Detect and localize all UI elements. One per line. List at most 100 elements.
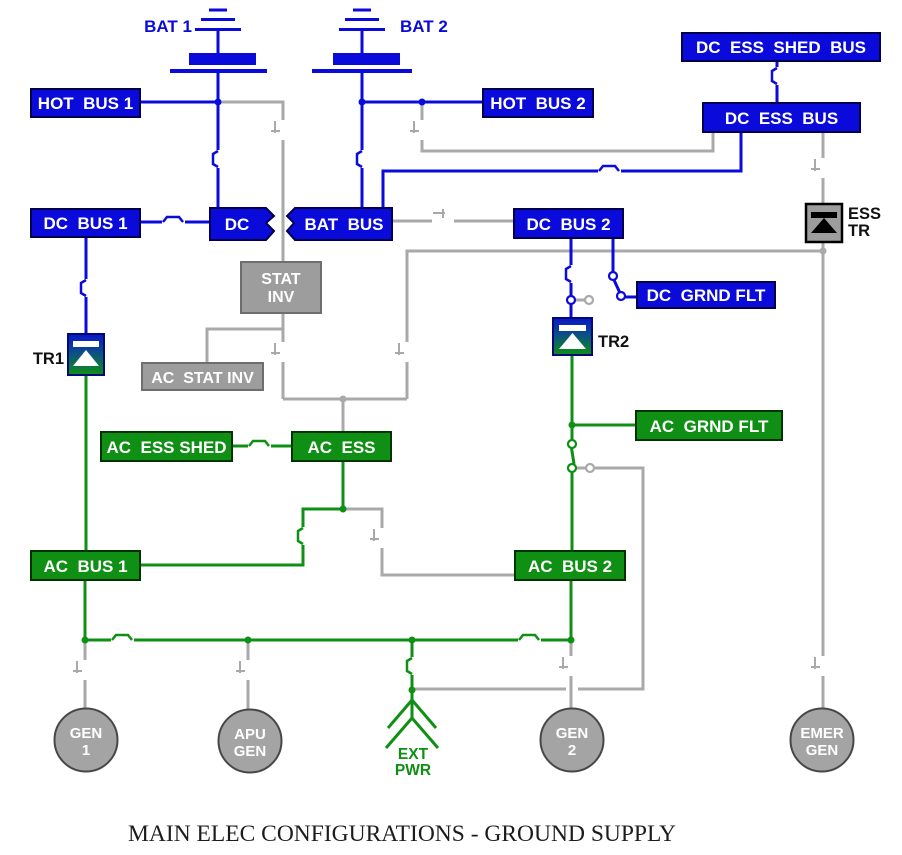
switch-terminal-icon <box>566 438 578 450</box>
ac-wires <box>81 355 636 749</box>
ground-icon <box>339 8 385 53</box>
generator-circle <box>217 708 283 774</box>
closed-contactor-icon <box>296 525 307 547</box>
rectifier-bar-icon <box>811 212 837 218</box>
open-contactor-icon <box>72 659 88 681</box>
closed-contactor-icon <box>516 633 543 644</box>
switch-terminal-icon <box>615 290 627 302</box>
open-contactor-icon <box>409 119 425 141</box>
junction-dot <box>339 395 347 403</box>
source-label: EMER <box>800 725 844 742</box>
wire-segment <box>218 100 285 262</box>
switch-blade <box>612 279 622 294</box>
bus-box <box>681 32 881 62</box>
rectifier-triangle-icon <box>73 350 99 366</box>
bus-label: AC ESS <box>307 438 375 457</box>
closed-contactor-icon <box>596 164 623 175</box>
junction-dot <box>81 636 89 644</box>
switch-terminal-icon <box>607 270 619 282</box>
closed-contactor-icon <box>405 655 416 677</box>
battery-2-symbol: BAT 2 <box>312 8 448 73</box>
source-ext-pwr: EXT PWR <box>395 746 431 779</box>
wire-segment <box>381 133 743 208</box>
rectifier-bar-icon <box>73 341 99 347</box>
generator-circle <box>789 707 855 773</box>
rectifier-triangle-icon <box>559 333 586 349</box>
bus-label: AC BUS 2 <box>528 557 612 576</box>
indicator-dc-grnd-flt: DC GRND FLT <box>636 281 776 309</box>
battery-2-label: BAT 2 <box>400 17 448 36</box>
component-ess-tr: ESS TR <box>804 202 881 244</box>
bus-flag <box>209 207 276 241</box>
diagram-title: MAIN ELEC CONFIGURATIONS - GROUND SUPPLY <box>128 821 676 847</box>
closed-contactor-icon <box>770 65 781 87</box>
source-emer-gen: EMER GEN <box>789 707 855 773</box>
bus-label: HOT BUS 1 <box>38 94 133 113</box>
junction-dot <box>339 505 347 513</box>
switch-terminal-icon <box>583 294 595 306</box>
source-label: GEN <box>234 743 267 760</box>
wire-segment <box>343 507 515 577</box>
wire-segment <box>205 327 283 363</box>
closed-contactor-icon <box>355 148 366 170</box>
bus-box <box>513 208 624 239</box>
closed-contactor-icon <box>160 215 187 226</box>
closed-contactor-icon <box>564 263 575 285</box>
component-label: INV <box>268 289 295 306</box>
generator-circle <box>53 707 119 773</box>
indicator-box <box>635 410 783 441</box>
bus-label: BAT BUS <box>304 215 383 234</box>
wire-segment <box>83 580 573 642</box>
battery-plate <box>189 53 256 65</box>
open-contactor-icon <box>369 527 385 549</box>
bus-hot-bus-2: HOT BUS 2 <box>482 88 594 118</box>
source-gen2: GEN 2 <box>539 707 605 773</box>
source-label: GEN <box>70 725 103 742</box>
deenergized-wires <box>72 100 827 709</box>
open-contactor-icon <box>810 655 826 677</box>
bus-label: AC BUS 1 <box>43 557 127 576</box>
open-contactor-icon <box>235 659 251 681</box>
junction-dot <box>567 636 575 644</box>
junction-dot <box>819 247 827 255</box>
ext-pwr-fork <box>384 697 440 749</box>
bus-dc-bus-1: DC BUS 1 <box>30 208 141 238</box>
bus-ac-bus-2: AC BUS 2 <box>514 550 626 581</box>
battery-1-label: BAT 1 <box>144 17 192 36</box>
bus-label: DC <box>225 215 250 234</box>
source-gen1: GEN 1 <box>53 707 119 773</box>
source-label: GEN <box>556 725 589 742</box>
junction-dot <box>418 98 426 106</box>
component-label: TR <box>848 222 870 240</box>
junction-dot <box>358 98 366 106</box>
bus-ac-ess: AC ESS <box>291 431 392 462</box>
wire-segment <box>578 466 645 691</box>
switch-terminal-icon <box>565 294 577 306</box>
bus-box <box>514 550 626 581</box>
component-tr1: TR1 <box>33 333 105 376</box>
wire-segment <box>140 461 345 567</box>
indicator-label: AC GRND FLT <box>650 417 769 436</box>
bus-box <box>482 88 594 118</box>
bus-box <box>30 208 141 238</box>
indicator-label: DC GRND FLT <box>647 286 766 305</box>
bus-dc-bus-2: DC BUS 2 <box>513 208 624 239</box>
bus-label: AC ESS SHED <box>107 438 227 457</box>
component-label: AC STAT INV <box>151 370 254 387</box>
bus-label: DC BUS 1 <box>43 214 127 233</box>
bus-label: DC ESS BUS <box>725 109 838 128</box>
indicator-ac-grnd-flt: AC GRND FLT <box>635 410 783 441</box>
component-label: TR1 <box>33 350 64 368</box>
rectifier-triangle-icon <box>811 218 837 233</box>
component-label: ESS <box>848 205 881 223</box>
open-contactor-icon <box>394 341 410 363</box>
generator-circle <box>539 707 605 773</box>
bus-label: HOT BUS 2 <box>490 94 585 113</box>
indicator-box <box>636 281 776 309</box>
bus-box <box>702 102 861 133</box>
junction-dot <box>244 636 252 644</box>
component-stat-inv: STAT INV <box>240 261 322 314</box>
bus-label: DC BUS 2 <box>526 215 610 234</box>
